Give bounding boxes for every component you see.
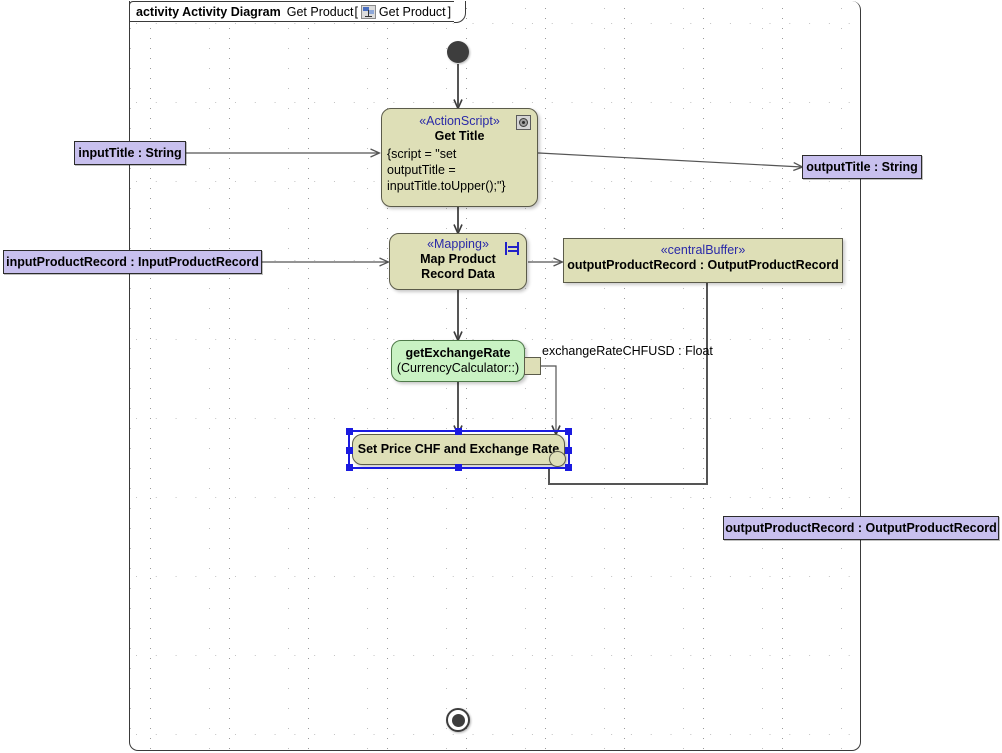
map-product-name-line-2: Record Data xyxy=(421,267,495,281)
map-product-stereotype: «Mapping» xyxy=(427,237,489,251)
exchange-rate-pin-label: exchangeRateCHFUSD : Float xyxy=(542,344,713,358)
action-map-product-record-data[interactable]: «Mapping» Map Product Record Data xyxy=(389,233,527,290)
action-get-title[interactable]: «ActionScript» Get Title {script = "set … xyxy=(381,108,538,207)
initial-node[interactable] xyxy=(447,41,469,63)
parameter-node-output-title[interactable]: outputTitle : String xyxy=(802,155,922,179)
parameter-output-product-record-label: outputProductRecord : OutputProductRecor… xyxy=(725,521,997,535)
get-title-stereotype: «ActionScript» xyxy=(419,114,500,128)
parameter-node-input-product-record[interactable]: inputProductRecord : InputProductRecord xyxy=(3,250,262,274)
script-line-2: outputTitle = xyxy=(387,163,456,177)
action-get-exchange-rate[interactable]: getExchangeRate (CurrencyCalculator::) xyxy=(391,340,525,382)
mapping-icon xyxy=(505,241,519,255)
action-script-icon xyxy=(516,115,531,130)
parameter-input-title-label: inputTitle : String xyxy=(78,146,182,160)
script-line-1: {script = "set xyxy=(387,147,457,161)
action-set-price-chf[interactable]: Set Price CHF and Exchange Rate xyxy=(352,434,565,465)
frame-bracket-open: [ xyxy=(354,4,358,19)
diagram-frame-header[interactable]: activity Activity Diagram Get Product [ … xyxy=(129,1,467,23)
frame-inner-name-label: Get Product xyxy=(378,4,446,19)
activity-final-node[interactable] xyxy=(446,708,470,732)
script-line-3: inputTitle.toUpper();"} xyxy=(387,179,506,193)
set-price-name: Set Price CHF and Exchange Rate xyxy=(357,442,560,456)
parameter-node-input-title[interactable]: inputTitle : String xyxy=(74,141,186,165)
input-pin-set-price[interactable] xyxy=(549,451,566,467)
parameter-output-title-label: outputTitle : String xyxy=(806,160,918,174)
get-title-name: Get Title xyxy=(434,129,485,143)
frame-bracket-close: ] xyxy=(447,4,452,19)
parameter-node-output-product-record[interactable]: outputProductRecord : OutputProductRecor… xyxy=(723,516,999,540)
output-pin-exchange-rate[interactable] xyxy=(524,357,541,375)
get-title-script: {script = "set outputTitle = inputTitle.… xyxy=(382,144,537,194)
selection-outline-set-price xyxy=(346,428,572,471)
central-buffer-node[interactable]: «centralBuffer» outputProductRecord : Ou… xyxy=(563,238,843,283)
central-buffer-label: outputProductRecord : OutputProductRecor… xyxy=(567,258,839,272)
frame-name-label: Get Product xyxy=(286,4,354,19)
activity-diagram-icon xyxy=(360,4,376,19)
get-exchange-rate-behavior: (CurrencyCalculator::) xyxy=(396,361,520,375)
get-exchange-rate-name: getExchangeRate xyxy=(405,346,511,360)
central-buffer-stereotype: «centralBuffer» xyxy=(660,243,746,257)
frame-kind-label: activity Activity Diagram xyxy=(136,4,281,19)
parameter-input-product-record-label: inputProductRecord : InputProductRecord xyxy=(6,255,259,269)
map-product-name-line-1: Map Product xyxy=(420,252,496,266)
